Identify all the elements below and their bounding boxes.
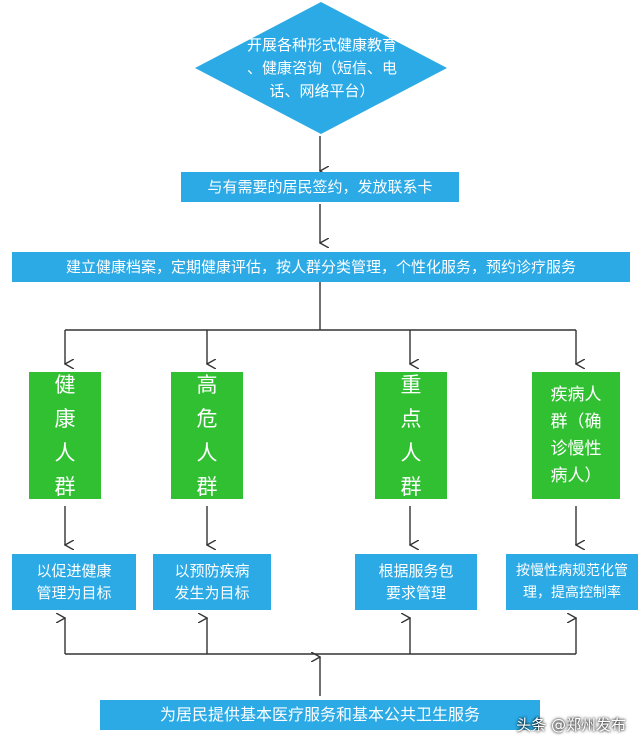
group-label-healthy: 健 康 人 群 <box>54 372 76 499</box>
goal-text-disease: 按慢性病规范化管 理，提高控制率 <box>516 563 628 601</box>
goal-text-key: 根据服务包 要求管理 <box>378 562 454 602</box>
start-diamond <box>195 2 447 134</box>
group-box-key: 重 点 人 群 <box>375 372 447 499</box>
group-box-healthy: 健 康 人 群 <box>29 372 101 499</box>
goal-text-healthy: 以促进健康 管理为目标 <box>36 562 112 602</box>
signing-box-text: 与有需要的居民签约，发放联系卡 <box>207 178 433 196</box>
group-label-disease: 疾病人 群（确 诊慢性 病人） <box>550 384 602 486</box>
start-diamond-text: 开展各种形式健康教育 、健康咨询（短信、电 话、网络平台） <box>246 36 397 100</box>
goal-box-disease: 按慢性病规范化管 理，提高控制率 <box>506 554 638 610</box>
watermark: 头条 @郑州发布 <box>516 714 626 735</box>
goal-box-key: 根据服务包 要求管理 <box>355 554 477 610</box>
service-box: 为居民提供基本医疗服务和基本公共卫生服务 <box>100 700 540 730</box>
service-box-text: 为居民提供基本医疗服务和基本公共卫生服务 <box>159 705 480 724</box>
group-box-high-risk: 高 危 人 群 <box>171 372 243 499</box>
group-label-key: 重 点 人 群 <box>400 372 422 499</box>
watermark-text: 头条 @郑州发布 <box>516 716 626 734</box>
goal-box-high-risk: 以预防疾病 发生为目标 <box>153 554 271 610</box>
goal-box-healthy: 以促进健康 管理为目标 <box>12 554 136 610</box>
goal-text-high-risk: 以预防疾病 发生为目标 <box>174 562 250 602</box>
records-box: 建立健康档案，定期健康评估，按人群分类管理，个性化服务，预约诊疗服务 <box>12 252 630 282</box>
group-box-disease: 疾病人 群（确 诊慢性 病人） <box>532 372 620 499</box>
records-box-text: 建立健康档案，定期健康评估，按人群分类管理，个性化服务，预约诊疗服务 <box>65 258 576 276</box>
signing-box: 与有需要的居民签约，发放联系卡 <box>181 172 459 202</box>
group-label-high-risk: 高 危 人 群 <box>196 372 218 499</box>
